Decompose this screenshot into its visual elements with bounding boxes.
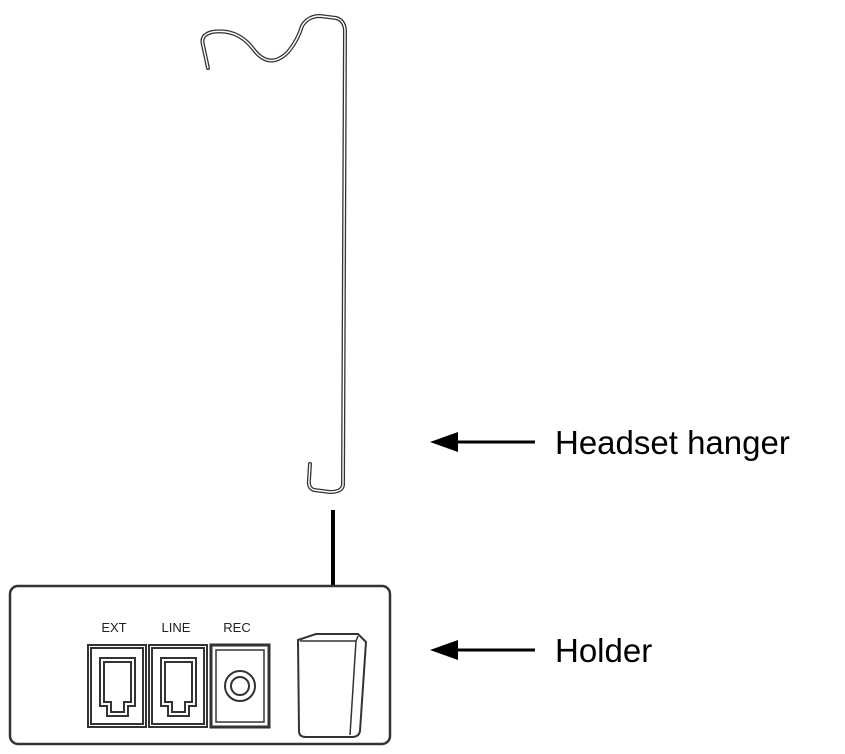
- rec-jack: [209, 643, 271, 729]
- hanger-label: Headset hanger: [555, 424, 790, 461]
- port-label-line: LINE: [162, 620, 191, 635]
- base-unit: EXT LINE REC: [8, 584, 392, 746]
- base-panel: [8, 584, 392, 746]
- port-label-ext: EXT: [101, 620, 126, 635]
- hanger-callout-arrow: [430, 432, 535, 452]
- line-jack: [148, 644, 208, 728]
- holder-callout-arrow: [430, 640, 535, 660]
- headset-hanger: [200, 14, 347, 494]
- port-label-rec: REC: [223, 620, 250, 635]
- holder-label: Holder: [555, 632, 652, 669]
- holder-slot: [296, 633, 368, 738]
- ext-jack: [87, 644, 147, 728]
